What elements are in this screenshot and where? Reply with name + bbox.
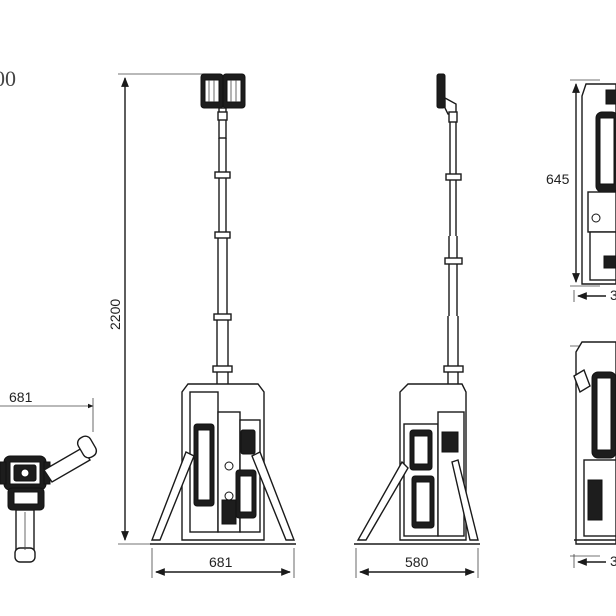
side-light-head [436,73,458,123]
side-telescopic-mast [443,122,464,386]
dimension-label-detail-bottom-width: 3 [610,553,616,569]
detail-view-bottom: 3 [570,341,616,569]
detail-bottom-unit [573,341,616,545]
front-light-head-left [200,73,224,109]
dimension-label-detail-height: 645 [546,171,570,187]
top-view-light-head [0,455,51,511]
model-label-partial: 00 [0,66,16,91]
dimension-top-width: 681 [0,389,94,432]
front-telescopic-mast [212,107,233,384]
dimension-front-width: 681 [151,548,295,578]
dimension-label-front-width: 681 [209,554,233,570]
top-view: 681 [0,389,98,563]
front-light-head-right [222,73,246,109]
front-tripod-legs [150,451,296,545]
top-view-leg-lower [14,509,36,563]
detail-view-top: 645 3 [546,79,616,303]
top-view-leg-upper [43,435,98,483]
dimension-label-top-width: 681 [9,389,33,405]
front-view: 2200 681 [107,73,296,578]
detail-top-unit [581,83,616,285]
dimension-side-width: 580 [355,548,479,578]
dimension-label-side-width: 580 [405,554,429,570]
dimension-front-height: 2200 [107,73,204,545]
front-base-unit [181,383,265,541]
side-view: 580 [354,73,480,578]
side-base-unit [399,383,467,541]
side-tripod-legs [354,459,480,545]
dimension-label-front-height: 2200 [107,299,123,330]
dimension-label-detail-top-width: 3 [610,287,616,303]
